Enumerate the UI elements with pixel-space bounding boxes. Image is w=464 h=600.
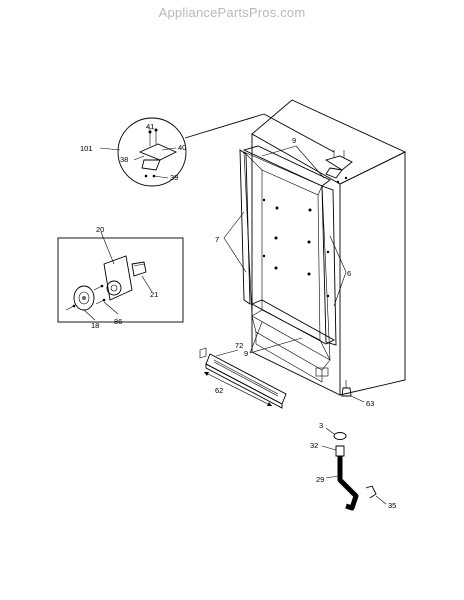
callout-38: 38 <box>120 155 128 164</box>
callout-101: 101 <box>80 144 93 153</box>
watermark: AppliancePartsPros.com <box>158 5 306 20</box>
callout-39: 39 <box>170 173 178 182</box>
callout-6: 6 <box>347 269 351 278</box>
callout-9-bottom: 9 <box>244 349 248 358</box>
callout-63: 63 <box>366 399 374 408</box>
callout-18: 18 <box>91 321 99 330</box>
cabinet <box>239 99 407 396</box>
callout-labels: 101 41 40 38 39 9 7 6 20 21 18 86 72 9 6… <box>80 122 396 510</box>
callout-41: 41 <box>146 122 154 131</box>
callout-72: 72 <box>235 341 243 350</box>
callout-62: 62 <box>215 386 223 395</box>
callout-29: 29 <box>316 475 324 484</box>
clip <box>365 485 387 505</box>
drain-tube-assembly <box>321 445 359 511</box>
thermostat-detail-inset <box>57 231 184 323</box>
hinge-detail-inset <box>99 113 335 187</box>
gasket-leaders <box>223 145 347 354</box>
callout-35: 35 <box>388 501 396 510</box>
callout-7: 7 <box>215 235 219 244</box>
callout-21: 21 <box>150 290 158 299</box>
callout-3: 3 <box>319 421 323 430</box>
callout-9-top: 9 <box>292 136 296 145</box>
callout-20: 20 <box>96 225 104 234</box>
drain-plug <box>325 427 347 440</box>
callout-40: 40 <box>178 143 186 152</box>
kickplate-grille <box>199 347 287 409</box>
leveling-leg <box>341 380 365 403</box>
callout-86: 86 <box>114 317 122 326</box>
callout-32: 32 <box>310 441 318 450</box>
